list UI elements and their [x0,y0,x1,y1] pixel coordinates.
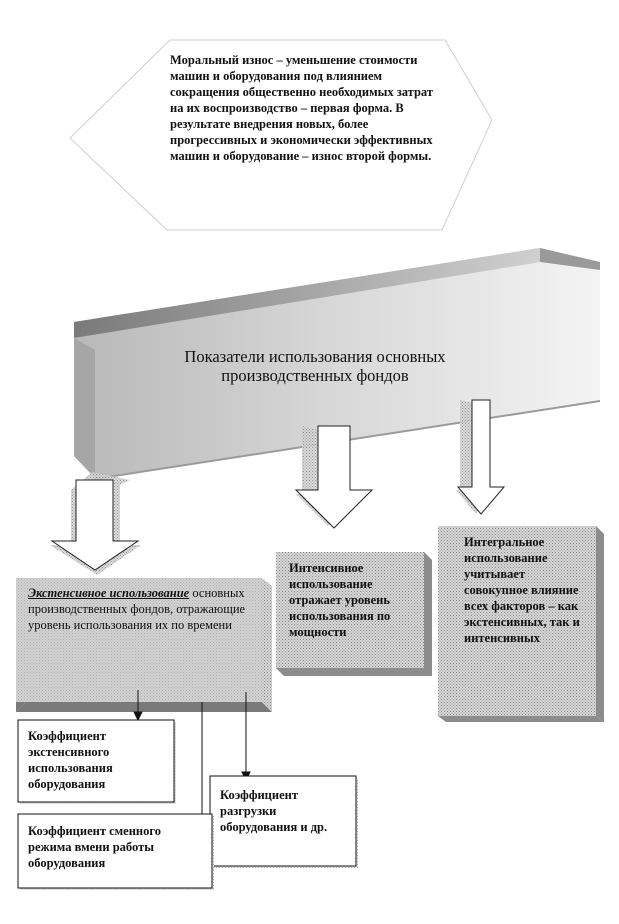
coef-unloading-text: Коэффициент разгрузки оборудования и др. [220,788,328,834]
coef-unloading-box [209,775,358,868]
intensive-use-text: Интенсивное использование отражает урове… [289,561,391,639]
coef-extensive-use-text: Коэффициент экстенсивного использования … [28,729,113,791]
intensive-box [276,552,432,676]
coef-extensive-box [17,719,176,804]
arrow-to-integral [456,399,506,515]
coef-shift-box [17,813,214,890]
integral-box [438,526,604,722]
banner-title: Показатели использования основных произв… [184,347,446,385]
extensive-use-text: Экстенсивное использование основных прои… [28,585,260,633]
arrow-to-extensive [50,472,141,575]
extensive-use-description: основных производственных фондов, отража… [28,586,246,632]
moral-wear-text: Моральный износ – уменьшение стоимости м… [170,53,433,163]
coef-shift-mode-text: Коэффициент сменного режима вмени работы… [28,824,161,870]
extensive-use-term: Экстенсивное использование [28,586,190,600]
arrow-to-intensive [294,425,374,529]
extensive-box [16,578,272,712]
hexagon-callout [69,39,493,231]
integral-use-text: Интегральное использование учитывает сов… [464,535,580,645]
